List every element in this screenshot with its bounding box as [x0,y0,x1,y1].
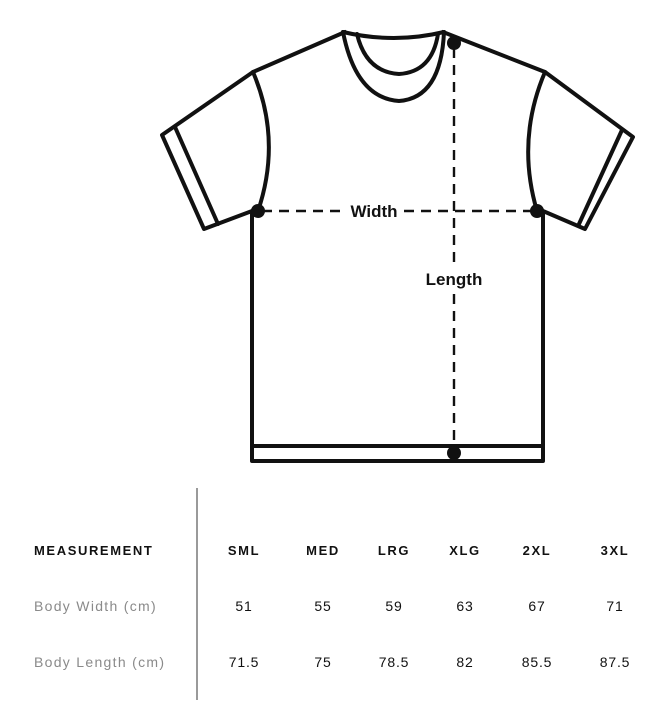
table-divider [196,488,198,700]
size-header: 3XL [600,542,630,558]
table-row: Body Length (cm) 71.5 75 78.5 82 85.5 87… [0,634,652,690]
table-cell: 71.5 [228,654,260,670]
width-label: Width [350,202,397,221]
table-cell: 78.5 [378,654,410,670]
collar-top [341,30,446,40]
table-cell: 63 [456,598,474,614]
size-header: 2XL [522,542,552,558]
table-cell: 55 [314,598,332,614]
table-cell: 85.5 [521,654,553,670]
right-armhole-seam [526,70,547,213]
table-cell: 51 [235,598,253,614]
table-cell: 59 [385,598,403,614]
table-cell: 75 [314,654,332,670]
table-cell: 71 [606,598,624,614]
size-chart-table: MEASUREMENT SML MED LRG XLG 2XL 3XL Body… [0,522,652,690]
length-label: Length [426,270,483,289]
size-header: LRG [377,542,411,558]
row-label: Body Length (cm) [34,654,166,670]
width-point-left [251,204,265,218]
tshirt-illustration: Width Length [160,30,635,463]
length-point-top [447,36,461,50]
left-sleeve-cuff [173,125,220,226]
row-label: Body Width (cm) [34,598,157,614]
table-row: Body Width (cm) 51 55 59 63 67 71 [0,578,652,634]
table-cell: 87.5 [599,654,631,670]
size-header: XLG [449,542,481,558]
size-header: MED [306,542,340,558]
table-cell: 82 [456,654,474,670]
table-header-row: MEASUREMENT SML MED LRG XLG 2XL 3XL [0,522,652,578]
size-header: SML [227,542,261,558]
tshirt-diagram: Width Length [160,30,635,463]
right-sleeve-cuff [577,128,624,226]
collar-outer [341,30,446,103]
shirt-outline [160,30,635,463]
collar-inner [355,32,440,76]
width-point-right [530,204,544,218]
measurement-header: MEASUREMENT [34,542,154,558]
table-cell: 67 [528,598,546,614]
left-armhole-seam [251,70,271,213]
length-point-bottom [447,446,461,460]
